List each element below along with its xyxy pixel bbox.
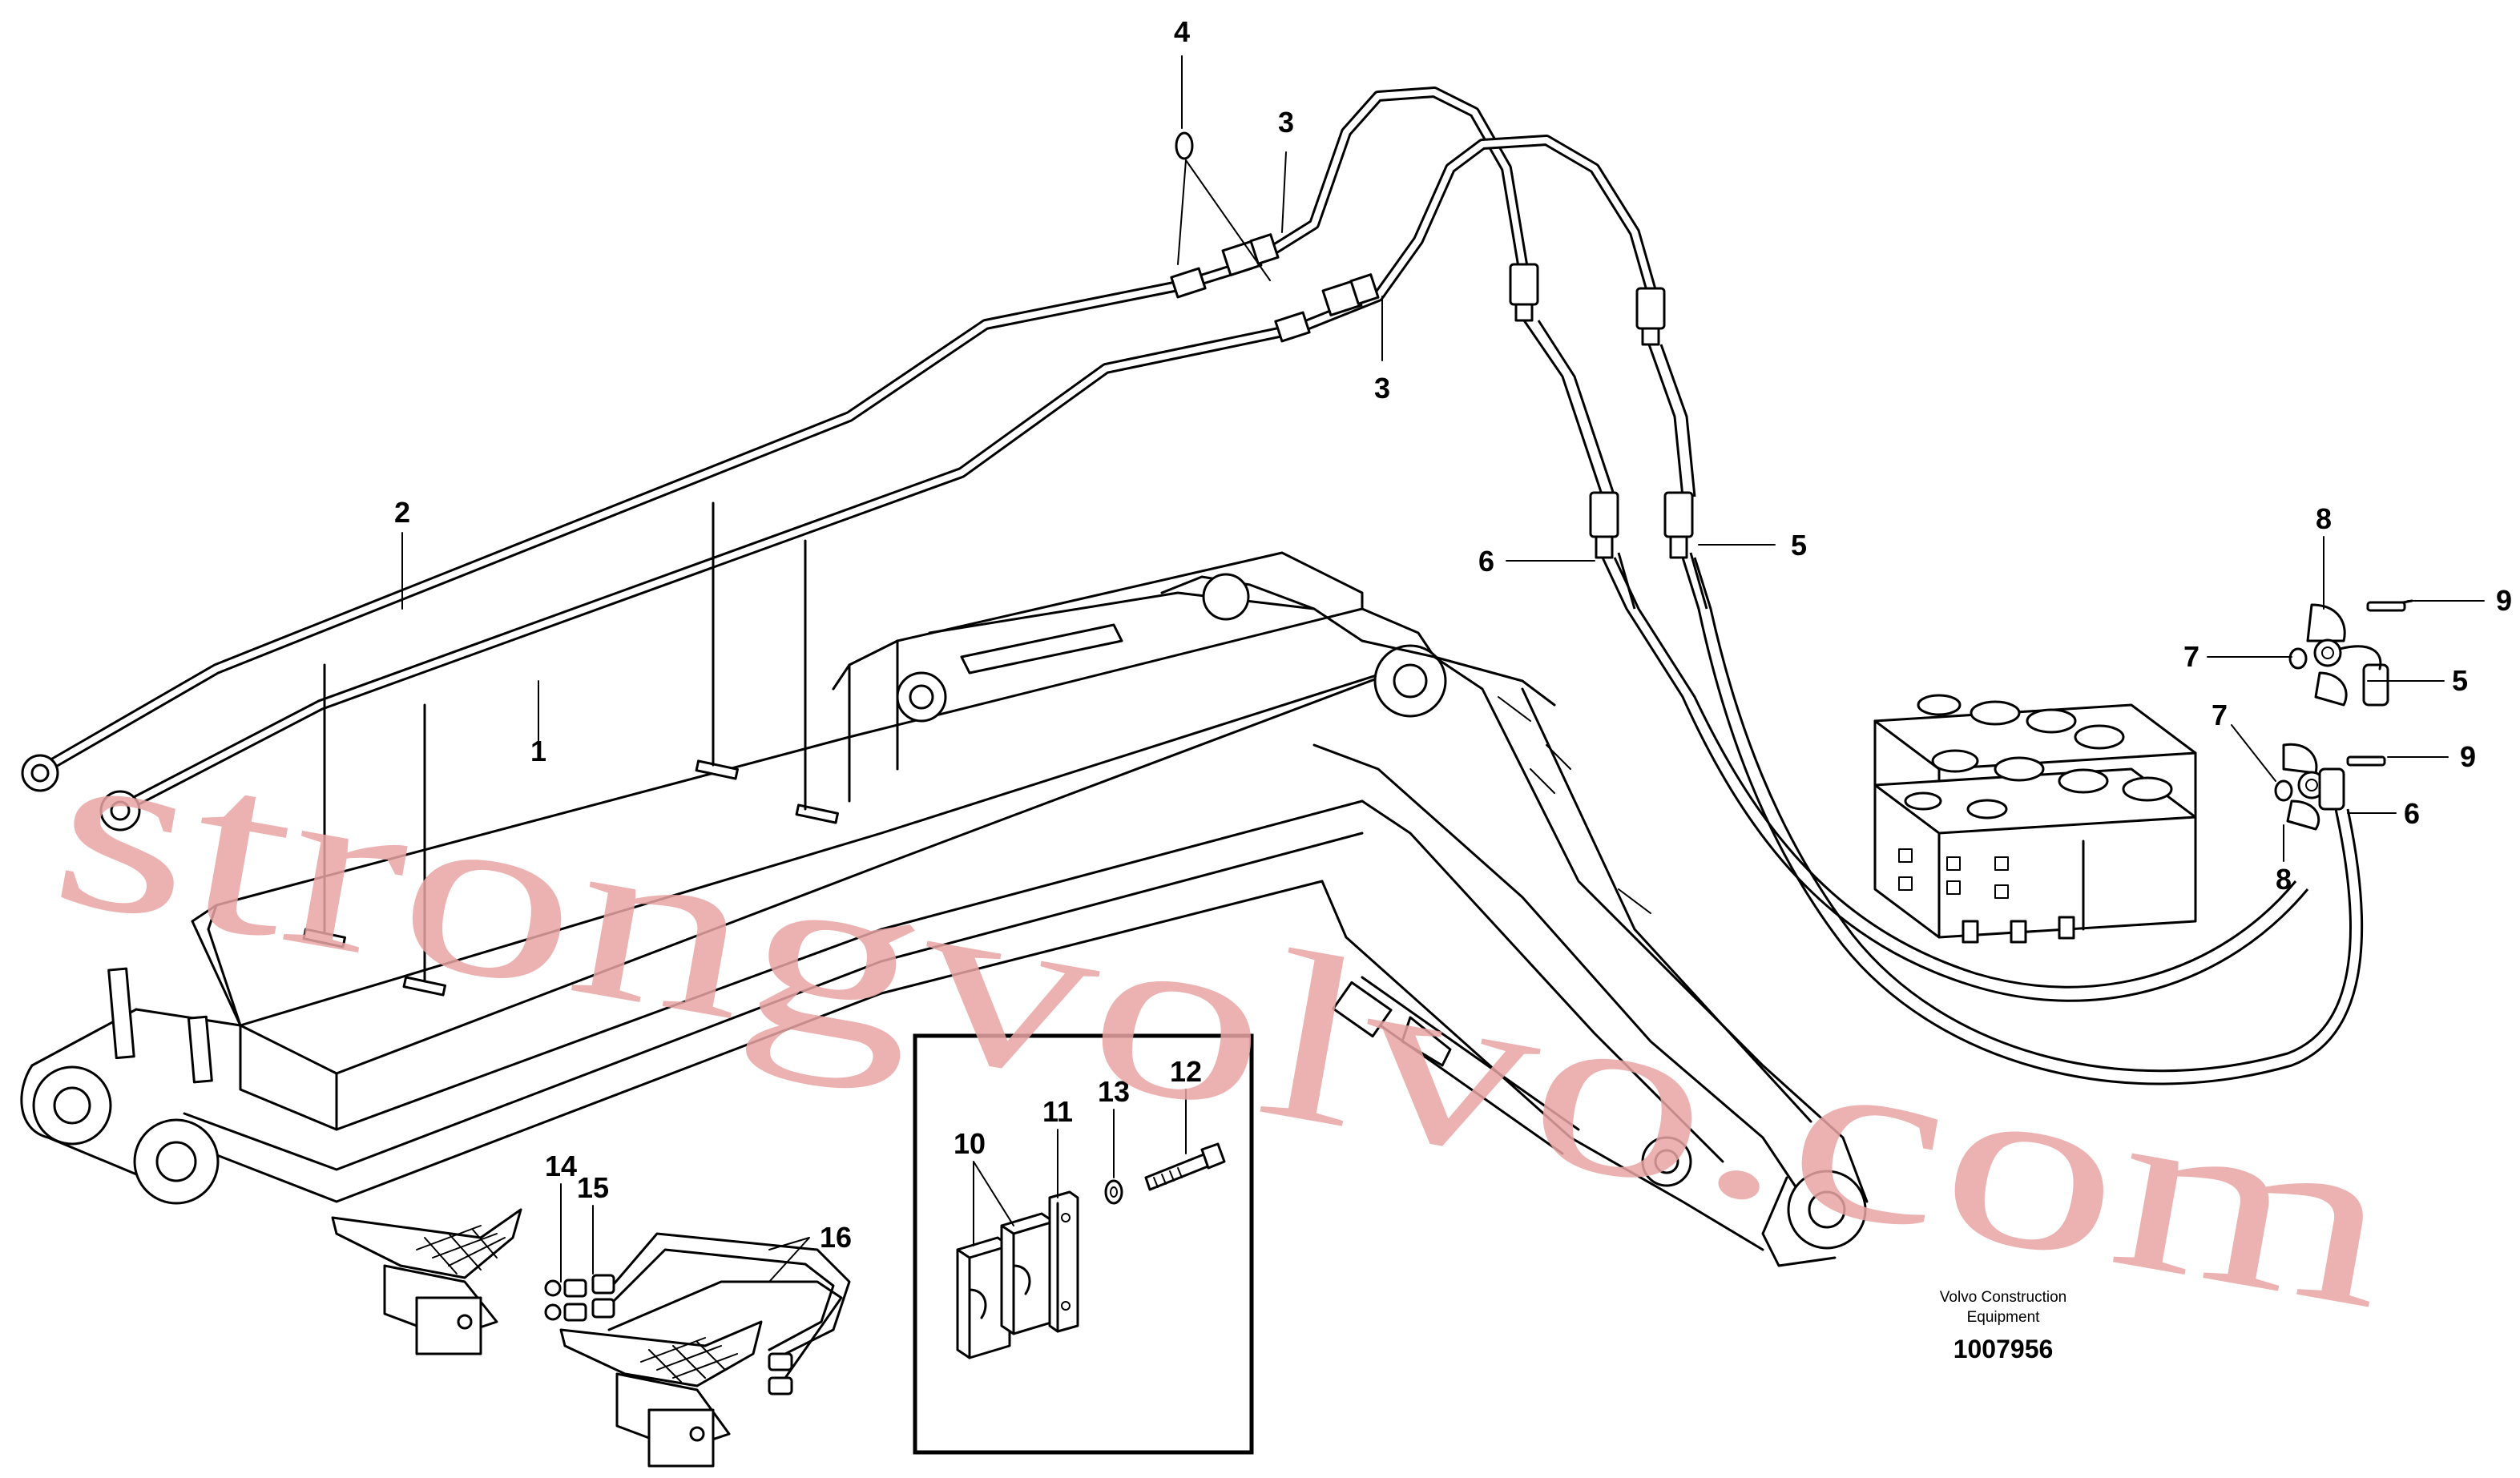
fitting-14-upper bbox=[544, 1279, 562, 1297]
label-5-valve: 5 bbox=[2452, 664, 2468, 697]
leader-lines bbox=[401, 55, 2485, 1283]
tube-hose-fitting-left bbox=[1509, 263, 1539, 322]
bolt-upper bbox=[2366, 601, 2406, 612]
boom-foot-bushing-right bbox=[133, 1118, 220, 1205]
label-8-lower: 8 bbox=[2276, 863, 2292, 896]
fitting-14-lower bbox=[544, 1303, 562, 1321]
bolt-lower bbox=[2346, 755, 2386, 767]
flange-half-upper bbox=[2306, 603, 2346, 642]
boom-foot-bushing-left bbox=[32, 1065, 112, 1146]
cylinder-pin-bracket bbox=[896, 671, 947, 723]
hydraulic-hoses bbox=[1522, 320, 2364, 1085]
part-labels: 1 2 3 3 4 5 5 6 6 7 7 8 8 9 9 10 11 12 1… bbox=[394, 15, 2512, 1254]
label-3-upper: 3 bbox=[1278, 106, 1294, 139]
union-fitting-lower bbox=[1274, 273, 1380, 343]
washer bbox=[1104, 1179, 1123, 1205]
valve-caps bbox=[1904, 694, 2173, 820]
clamp-detail-box bbox=[913, 1033, 1254, 1455]
label-15: 15 bbox=[577, 1171, 609, 1204]
boom-head-pin bbox=[1373, 644, 1447, 718]
hose-fitting-6 bbox=[1589, 491, 1619, 559]
label-2: 2 bbox=[394, 496, 410, 529]
tube-hose-fitting-right bbox=[1635, 287, 1666, 346]
o-ring-lower bbox=[2274, 779, 2293, 802]
label-1: 1 bbox=[530, 735, 546, 767]
o-ring bbox=[1175, 131, 1194, 160]
boom-head-bushing bbox=[1787, 1170, 1867, 1250]
label-13: 13 bbox=[1098, 1075, 1130, 1108]
clamp-bracket-a bbox=[695, 759, 739, 780]
label-6-valve: 6 bbox=[2404, 797, 2420, 830]
excavator-boom bbox=[20, 551, 1869, 1267]
clamp-halves bbox=[956, 1212, 1055, 1359]
label-6-hose: 6 bbox=[1478, 545, 1494, 578]
label-5-hose: 5 bbox=[1791, 529, 1807, 562]
hydraulic-tubes bbox=[21, 87, 1666, 983]
company-name-line-1: Volvo Construction bbox=[1940, 1289, 2066, 1306]
bolt bbox=[1144, 1142, 1226, 1191]
label-10: 10 bbox=[954, 1127, 986, 1160]
tube-end-nut-1 bbox=[99, 790, 141, 832]
drawing-footer: Volvo Construction Equipment 1007956 bbox=[1940, 1289, 2066, 1363]
label-3-lower: 3 bbox=[1374, 372, 1390, 405]
label-4: 4 bbox=[1174, 15, 1190, 48]
elbow-fittings bbox=[2274, 599, 2413, 831]
label-16: 16 bbox=[820, 1221, 852, 1254]
label-7-lower: 7 bbox=[2212, 699, 2228, 731]
company-name-line-2: Equipment bbox=[1967, 1309, 2041, 1326]
label-12: 12 bbox=[1170, 1055, 1202, 1088]
tube-end-nut-2 bbox=[21, 754, 59, 792]
label-7-upper: 7 bbox=[2183, 640, 2199, 673]
o-ring-upper bbox=[2288, 647, 2308, 670]
fitting-15-upper bbox=[563, 1279, 587, 1298]
clamp-bracket-b bbox=[795, 803, 839, 824]
label-9-lower: 9 bbox=[2460, 740, 2476, 773]
label-8-upper: 8 bbox=[2316, 502, 2332, 535]
cover-plate bbox=[1048, 1190, 1079, 1333]
hose-fitting-5 bbox=[1663, 491, 1694, 559]
elbow-fitting-upper bbox=[2313, 638, 2342, 667]
label-14: 14 bbox=[545, 1150, 577, 1182]
fitting-15-lower bbox=[563, 1303, 587, 1322]
label-11: 11 bbox=[1042, 1095, 1073, 1128]
valve-ports bbox=[1898, 848, 2009, 899]
drawing-number: 1007956 bbox=[1954, 1335, 2054, 1363]
label-9-upper: 9 bbox=[2496, 584, 2512, 617]
valve-block bbox=[1873, 694, 2197, 944]
union-fitting-upper bbox=[1170, 233, 1280, 299]
pedal-assembly bbox=[331, 1208, 851, 1468]
